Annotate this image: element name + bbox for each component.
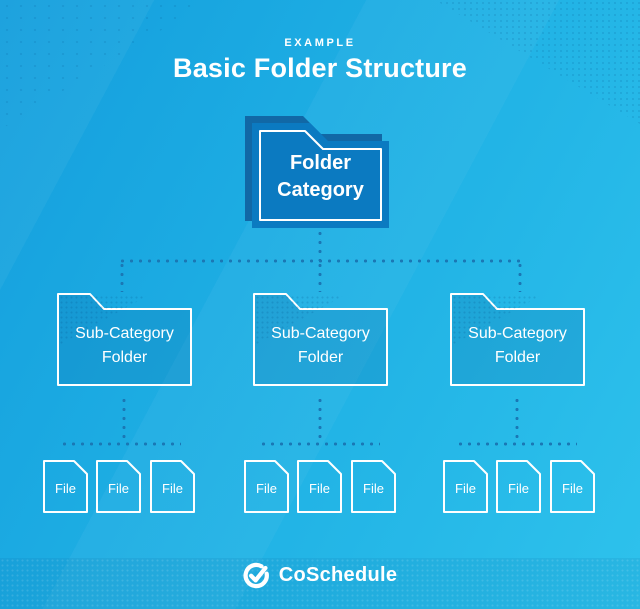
file-label: File (108, 480, 129, 496)
file-icon (496, 460, 541, 513)
file-icon (43, 460, 88, 513)
sub-folder-1: Sub-Category Folder (57, 293, 192, 386)
root-folder: Folder Category (245, 116, 389, 228)
sub-folder-2: Sub-Category Folder (253, 293, 388, 386)
sub-folder-label: Sub-Category Folder (271, 324, 370, 366)
file-item: File (550, 460, 595, 513)
file-label: File (455, 480, 476, 496)
file-label: File (55, 480, 76, 496)
file-label: File (162, 480, 183, 496)
file-item: File (150, 460, 195, 513)
page-title: Basic Folder Structure (173, 53, 467, 83)
file-icon (244, 460, 289, 513)
brand-lockup: CoSchedule (243, 562, 398, 589)
folder-outline-icon (57, 293, 192, 386)
file-icon (96, 460, 141, 513)
eyebrow-label: EXAMPLE (284, 37, 356, 49)
connector-drop-middle (318, 261, 322, 292)
file-icon (443, 460, 488, 513)
connector-drop-left (120, 261, 124, 292)
file-item: File (244, 460, 289, 513)
file-icon (550, 460, 595, 513)
connector-root-stem (318, 229, 322, 261)
file-item: File (351, 460, 396, 513)
connector-files-crossbar-right (456, 442, 577, 446)
coschedule-check-circle-icon (243, 562, 269, 589)
file-label: File (256, 480, 277, 496)
sub-folder-label: Sub-Category Folder (468, 324, 567, 366)
file-item: File (496, 460, 541, 513)
folder-outline-icon (253, 293, 388, 386)
connector-files-crossbar-left (60, 442, 181, 446)
sub-folder-3: Sub-Category Folder (450, 293, 585, 386)
file-label: File (508, 480, 529, 496)
brand-name: CoSchedule (278, 564, 398, 586)
file-item: File (297, 460, 342, 513)
file-icon (150, 460, 195, 513)
connector-files-stem-right (515, 396, 519, 442)
connector-files-stem-middle (318, 396, 322, 442)
connector-files-stem-left (122, 396, 126, 442)
file-item: File (43, 460, 88, 513)
file-label: File (363, 480, 384, 496)
sub-folder-label: Sub-Category Folder (75, 324, 174, 366)
connector-files-crossbar-middle (259, 442, 380, 446)
file-item: File (443, 460, 488, 513)
file-label: File (309, 480, 330, 496)
background-dots-topright (435, 0, 640, 124)
folder-icon (245, 116, 389, 228)
file-label: File (562, 480, 583, 496)
folder-outline-icon (450, 293, 585, 386)
connector-drop-right (518, 261, 522, 292)
file-icon (297, 460, 342, 513)
file-item: File (96, 460, 141, 513)
root-folder-label: Folder Category (277, 151, 364, 201)
file-icon (351, 460, 396, 513)
